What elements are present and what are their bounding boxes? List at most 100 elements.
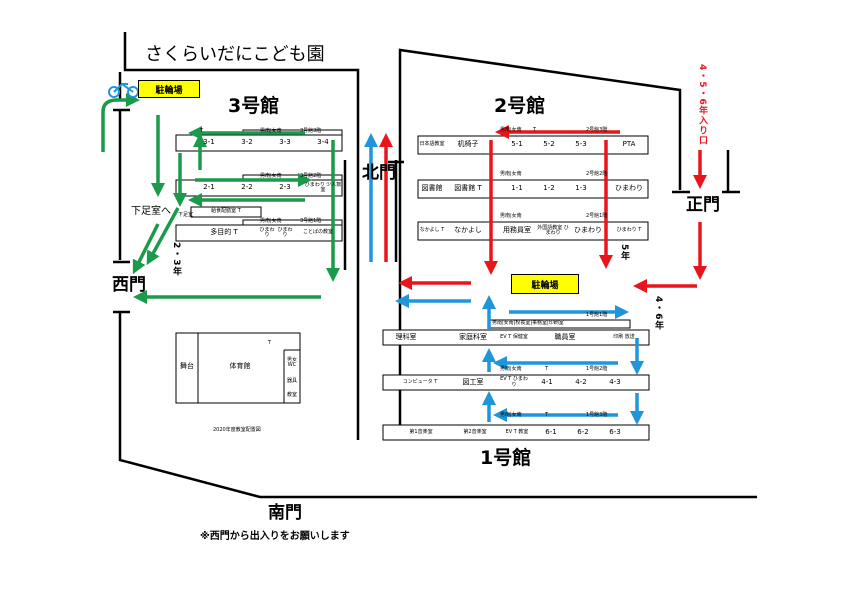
- room: 用務員室: [503, 226, 531, 235]
- b1f2-toilet: T: [545, 366, 549, 372]
- fence-kindergarten: [123, 32, 360, 440]
- gate-main: 正門: [686, 195, 720, 215]
- gym-side: 器具: [286, 378, 297, 385]
- gym-stage: 舞台: [180, 362, 194, 371]
- building3-title: 3号館: [228, 95, 280, 117]
- gate-west: 西門: [112, 275, 146, 295]
- b3f1-note: 下足室: [178, 212, 194, 218]
- room: 第2音楽室: [463, 428, 487, 435]
- room: 机椅子: [457, 140, 479, 149]
- gate-south: 南門: [268, 503, 302, 523]
- room: 3-4: [317, 138, 329, 147]
- gate-north: 北門: [362, 163, 396, 183]
- room: 2-3: [279, 183, 291, 192]
- b1f3-toilet: T: [545, 412, 549, 418]
- room: 1-2: [543, 184, 555, 193]
- room: 6-2: [577, 427, 589, 436]
- b3f1-wc: 男南|女南: [260, 218, 282, 224]
- green-route: [101, 93, 340, 304]
- b3f3-wc: 男南|女南: [260, 128, 282, 134]
- room: 1-1: [511, 184, 523, 193]
- shoe-room-label: 下足室へ: [131, 206, 171, 217]
- grade-entry: 4・5・6年入り口: [697, 64, 707, 146]
- gym-toilet: T: [268, 340, 272, 346]
- room: 図工室: [462, 377, 484, 386]
- b2f1-wc: 男南|女南: [500, 213, 522, 219]
- b3f2-wc: 男南|女南: [260, 173, 282, 179]
- gym: [175, 332, 301, 404]
- b1f1-wc: 男南|女南|校長室|事務室|印刷室: [492, 320, 564, 326]
- building2-floors: [417, 135, 649, 241]
- room: 1-3: [575, 184, 587, 193]
- room: 図書館: [421, 184, 443, 193]
- b1f3-wc: 男南|女南: [500, 412, 522, 418]
- room: なかよし T: [419, 227, 445, 234]
- b3f3-label: 3号館3階: [300, 128, 322, 134]
- notice: ※西門から出入りをお願いします: [200, 531, 350, 542]
- room: ひまわり: [574, 226, 602, 235]
- b1f3-label: 1号館3階: [586, 412, 608, 418]
- b2f3-wc: 男南|女南: [500, 127, 522, 133]
- room: なかよし: [454, 226, 482, 235]
- b3f3-toilet: T: [200, 128, 204, 134]
- room: ひまわり T: [616, 227, 642, 234]
- building1-title: 1号館: [480, 447, 532, 469]
- caption: 2020年度教室配置図: [213, 427, 261, 433]
- room: 第1音楽室: [409, 428, 433, 435]
- room: 5-3: [575, 140, 587, 149]
- b3f2-label: 3号館2階: [300, 173, 322, 179]
- room: 6-1: [545, 427, 557, 436]
- b2f3-label: 2号館3階: [586, 127, 608, 133]
- room: 4-2: [575, 377, 587, 386]
- gym-side: 男女WC: [286, 356, 297, 368]
- room: 2-2: [241, 183, 253, 192]
- room: 5-1: [511, 140, 523, 149]
- room: 家庭科室: [459, 332, 487, 341]
- room: EV T ひまわり: [500, 376, 528, 388]
- gym-side: 教室: [286, 392, 297, 399]
- room: ひまわり: [259, 227, 275, 238]
- room: EV T 教室: [505, 428, 529, 435]
- building1-floors: [382, 319, 650, 441]
- b2f3-toilet: T: [533, 127, 537, 133]
- b1f2-wc: 男南|女南: [500, 366, 522, 372]
- room: ひまわり: [277, 227, 293, 238]
- room: コンピュータ T: [402, 378, 438, 385]
- room: 4-3: [609, 377, 621, 386]
- room: 5-2: [543, 140, 555, 149]
- room: ひまわり: [615, 184, 643, 193]
- room: 多目的 T: [210, 228, 238, 237]
- red-route: [379, 125, 707, 293]
- room: PTA: [622, 140, 636, 149]
- room: 外国語教室 ひまわり: [537, 224, 569, 236]
- grade-23: 2・3年: [171, 242, 181, 277]
- room: 理科室: [395, 332, 417, 341]
- room: EV T 保健室: [500, 333, 528, 340]
- room: 3-3: [279, 138, 291, 147]
- room: 2-1: [203, 183, 215, 192]
- room: ひまわり 少人数室: [304, 182, 342, 193]
- building2-title: 2号館: [494, 95, 546, 117]
- b2f2-label: 2号館2階: [586, 171, 608, 177]
- kindergarten-label: さくらいだにこども園: [145, 44, 325, 65]
- room: 日本語教室: [419, 141, 445, 148]
- room: 6-3: [609, 427, 621, 436]
- b1f2-label: 1号館2階: [586, 366, 608, 372]
- room: 職員室: [554, 332, 576, 341]
- bike-parking-2-label: 駐輪場: [511, 274, 579, 294]
- room: 3-1: [203, 138, 215, 147]
- blue-route: [364, 133, 644, 425]
- grade-46: 4・6年: [653, 296, 663, 331]
- gym-name: 体育館: [229, 362, 251, 371]
- room: 4-1: [541, 377, 553, 386]
- grade-5: 5年: [619, 244, 629, 262]
- bike-parking-label: 駐輪場: [138, 80, 200, 98]
- site-boundary: [113, 32, 757, 499]
- b2f2-wc: 男南|女南: [500, 171, 522, 177]
- room: ことばの教室: [302, 229, 333, 236]
- bicycle-icon: [108, 82, 139, 98]
- room: 印刷 放送: [613, 333, 635, 340]
- b2f1-label: 2号館1階: [586, 213, 608, 219]
